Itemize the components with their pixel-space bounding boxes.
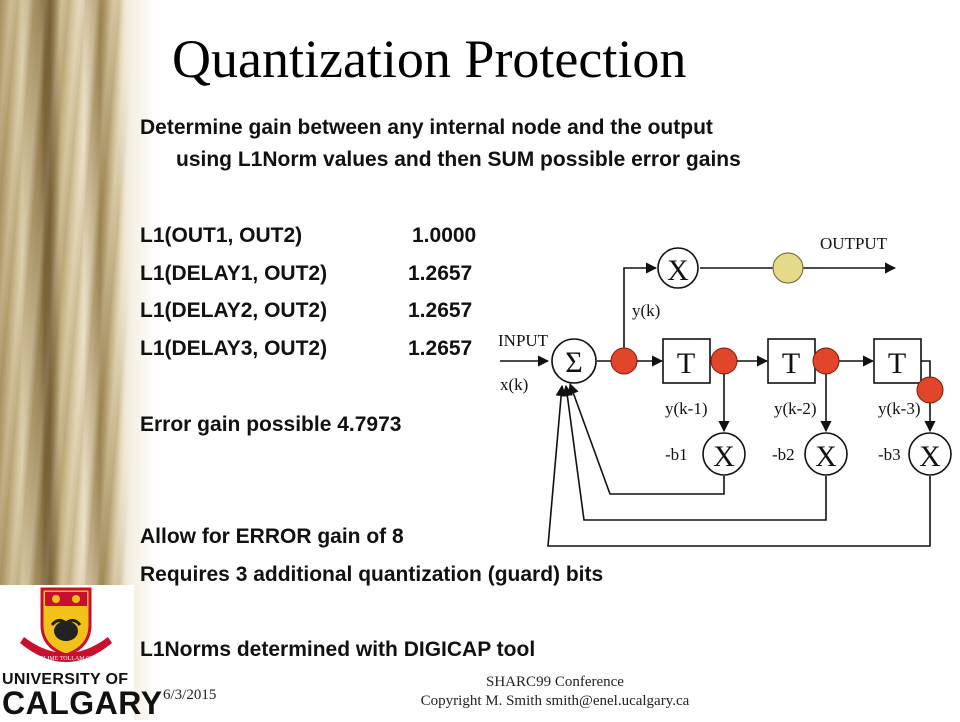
tool-text: L1Norms determined with DIGICAP tool — [140, 638, 536, 661]
copyright-line: Copyright M. Smith smith@enel.ucalgary.c… — [420, 693, 690, 709]
delay-block-3-label: T — [888, 347, 906, 380]
output-multiplier-symbol: X — [667, 254, 689, 287]
requires-text: Requires 3 additional quantization (guar… — [140, 563, 604, 586]
norm-label: L1(DELAY3, OUT2) — [140, 337, 328, 360]
output-node — [772, 252, 804, 284]
feedback-multiplier-3-symbol: X — [919, 440, 941, 473]
error-gain-text: Error gain possible 4.7973 — [140, 413, 402, 436]
norm-row-delay2: L1(DELAY2, OUT2) 1.2657 — [140, 299, 472, 323]
norm-label: L1(DELAY2, OUT2) — [140, 299, 328, 322]
delay-block-3 — [873, 338, 922, 384]
error-node-sum-out — [610, 347, 638, 375]
conference-name: SHARC99 Conference — [486, 674, 624, 690]
sum-junction — [551, 338, 597, 384]
university-logo: NO SUBLIME TOLLAM OCULOS UNIVERSITY OF C… — [0, 585, 162, 721]
feedback-3-wire — [547, 384, 931, 547]
feedback-multiplier-1 — [702, 432, 746, 476]
feedback-multiplier-3 — [908, 432, 952, 476]
output-multiplier — [657, 247, 699, 289]
feedback-multiplier-2-symbol: X — [815, 440, 837, 473]
error-node-delay3-out — [916, 376, 944, 404]
xk-label: x(k) — [500, 375, 528, 394]
feedback-1-wire — [568, 382, 725, 495]
intro-line-2: using L1Norm values and then SUM possibl… — [176, 148, 741, 171]
feedback-multiplier-1-symbol: X — [713, 440, 735, 473]
logo-line-university: UNIVERSITY OF — [2, 671, 129, 688]
yk2-label: y(k-2) — [774, 399, 816, 418]
norm-row-out1: L1(OUT1, OUT2) 1.0000 — [140, 224, 476, 248]
norm-value: 1.2657 — [408, 262, 473, 285]
delay-block-2-label: T — [782, 347, 800, 380]
norm-label: L1(OUT1, OUT2) — [140, 224, 303, 247]
output-label: OUTPUT — [820, 234, 888, 253]
sum-symbol: Σ — [565, 346, 582, 379]
norm-value: 1.2657 — [408, 299, 473, 322]
side-band-shade — [40, 0, 60, 720]
input-label: INPUT — [498, 331, 549, 350]
intro-line-1: Determine gain between any internal node… — [140, 116, 713, 139]
error-node-delay1-out — [710, 347, 738, 375]
footer-conference: SHARC99 Conference Copyright M. Smith sm… — [380, 673, 730, 711]
b1-label: -b1 — [665, 445, 688, 464]
allow-text: Allow for ERROR gain of 8 — [140, 525, 404, 548]
filter-block-diagram: Σ X T T T X X X OUTPUT INPUT x(k) y(k) y… — [498, 234, 952, 547]
yk1-label: y(k-1) — [665, 399, 707, 418]
tap-up-wire — [623, 262, 658, 361]
norm-value: 1.2657 — [408, 337, 473, 360]
feedback-2-wire — [561, 384, 827, 521]
delay3-out-wire — [921, 360, 936, 433]
footer-date: 6/3/2015 — [163, 687, 217, 703]
feedback-multiplier-2 — [804, 432, 848, 476]
norm-row-delay3: L1(DELAY3, OUT2) 1.2657 — [140, 337, 472, 361]
delay-block-1 — [662, 338, 711, 384]
yk-label: y(k) — [632, 301, 660, 320]
error-node-delay2-out — [812, 347, 840, 375]
yk3-label: y(k-3) — [878, 399, 920, 418]
slide-title: Quantization Protection — [172, 29, 687, 89]
crest-motto: NO SUBLIME TOLLAM OCULOS — [22, 656, 110, 662]
crest-icon: NO SUBLIME TOLLAM OCULOS — [20, 587, 112, 662]
logo-line-calgary: CALGARY — [2, 685, 163, 721]
b3-label: -b3 — [878, 445, 901, 464]
delay-block-1-label: T — [677, 347, 695, 380]
norm-label: L1(DELAY1, OUT2) — [140, 262, 328, 285]
norm-row-delay1: L1(DELAY1, OUT2) 1.2657 — [140, 262, 472, 286]
b2-label: -b2 — [772, 445, 795, 464]
norm-value: 1.0000 — [412, 224, 477, 247]
